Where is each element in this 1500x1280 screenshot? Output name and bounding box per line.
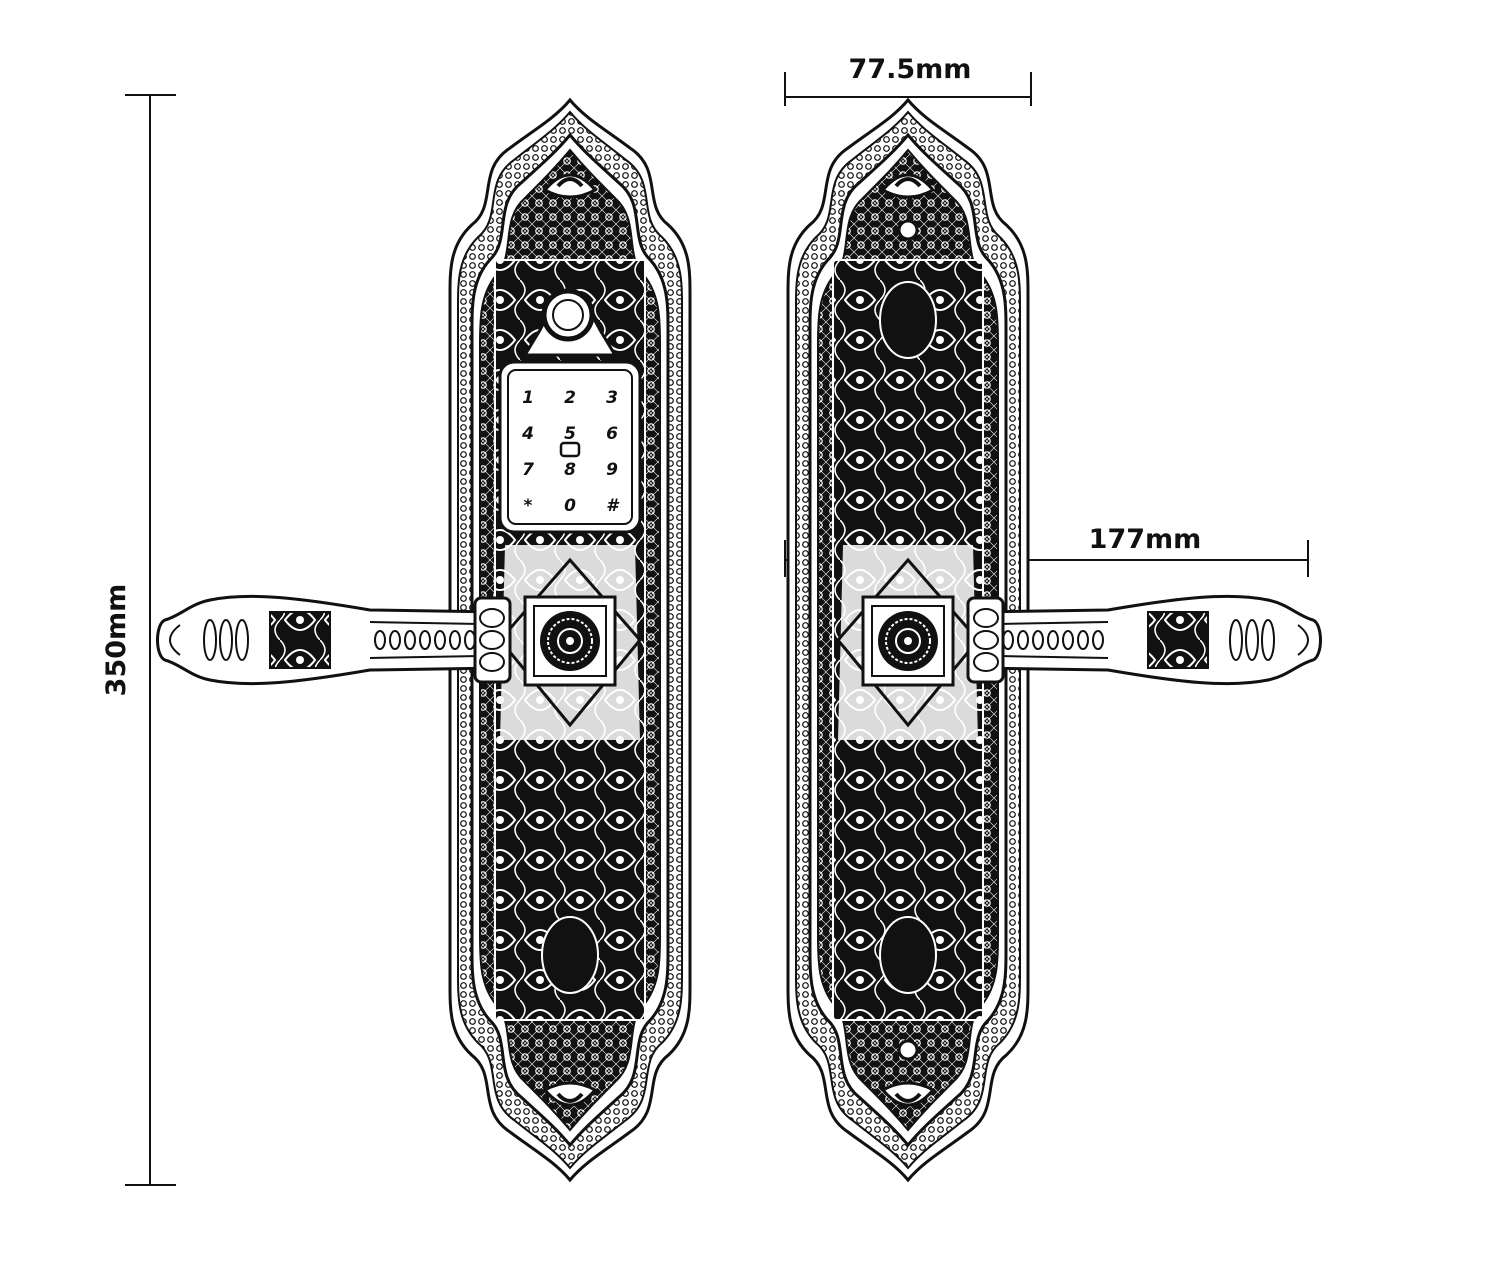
keypad-key: 6 bbox=[606, 424, 618, 444]
keypad-key: 8 bbox=[564, 460, 576, 480]
height-label: 350mm bbox=[101, 584, 132, 697]
card-reader-icon bbox=[559, 441, 581, 458]
reach-label: 177mm bbox=[1089, 524, 1202, 555]
fingerprint-sensor bbox=[522, 288, 618, 357]
height-dimension bbox=[125, 94, 176, 1186]
keypad-key: 4 bbox=[521, 424, 534, 444]
keypad-key: 3 bbox=[606, 388, 618, 408]
width-label: 77.5mm bbox=[849, 54, 972, 85]
keypad-key: 2 bbox=[564, 388, 576, 408]
screw-hole bbox=[897, 1039, 919, 1061]
keypad-key: 5 bbox=[564, 424, 576, 444]
front-lever-handle bbox=[156, 594, 512, 686]
keypad-key: # bbox=[606, 496, 620, 516]
rosette-escutcheon bbox=[523, 595, 617, 687]
rosette-escutcheon bbox=[861, 595, 955, 687]
keypad: 1 2 3 4 5 6 7 8 9 * 0 # bbox=[498, 360, 642, 534]
width-dimension bbox=[784, 72, 1032, 106]
keypad-key: 1 bbox=[522, 388, 534, 408]
screw-hole bbox=[897, 219, 919, 241]
back-lever-handle bbox=[966, 594, 1322, 686]
keypad-key: * bbox=[524, 496, 533, 516]
keypad-key: 7 bbox=[522, 460, 534, 480]
keypad-key: 9 bbox=[606, 460, 618, 480]
back-lock-plate bbox=[786, 97, 1030, 1183]
keypad-key: 0 bbox=[564, 496, 576, 516]
